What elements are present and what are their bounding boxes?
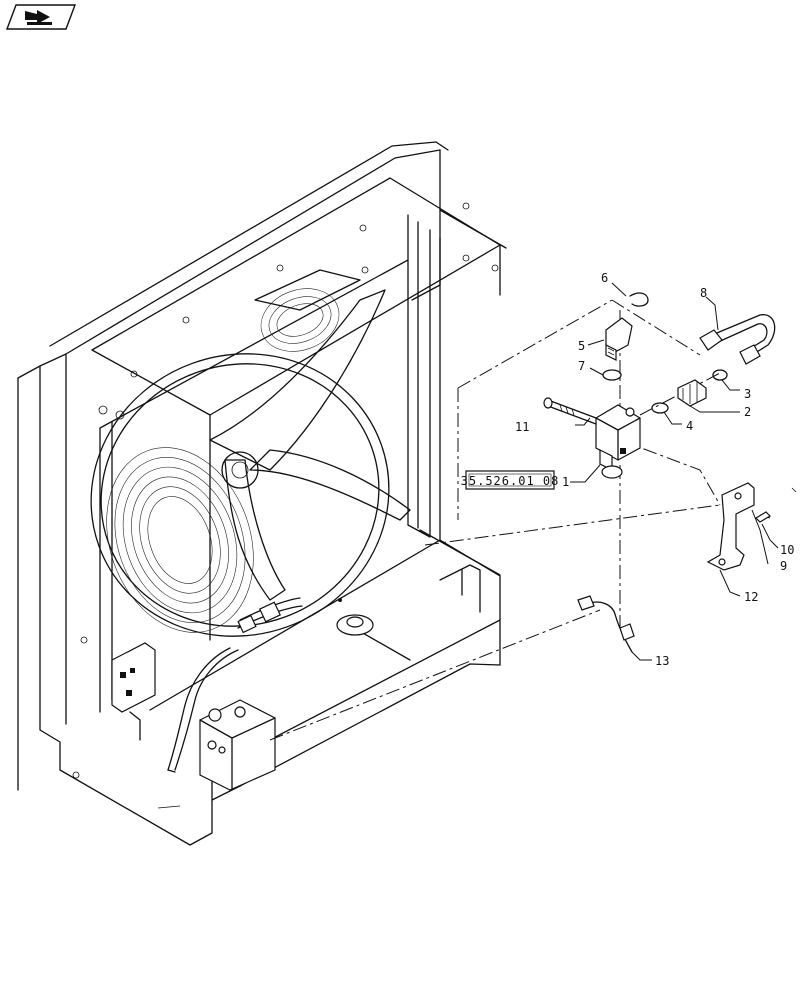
solenoid-valve-part-1 — [595, 404, 641, 479]
cooling-fan — [90, 269, 411, 637]
o-ring-part-4 — [651, 402, 669, 414]
callout-11: 11 — [515, 420, 529, 434]
elbow-fitting-part-5 — [605, 317, 633, 361]
exploded-parts — [269, 282, 779, 741]
snap-ring-part-6 — [629, 292, 649, 307]
callout-6: 6 — [601, 271, 608, 285]
callout-7: 7 — [578, 359, 585, 373]
callout-5: 5 — [578, 339, 585, 353]
callout-labels: 1 2 3 4 5 6 7 8 9 10 11 12 13 — [515, 271, 794, 668]
back-arrow-icon[interactable] — [5, 4, 77, 30]
radiator-frame — [17, 141, 507, 846]
reference-box-label: 35.526.01 08 — [461, 474, 560, 488]
callout-13: 13 — [655, 654, 669, 668]
callout-10: 10 — [780, 543, 794, 557]
callout-2: 2 — [744, 405, 751, 419]
bracket-part-12 — [706, 482, 755, 571]
tube-assembly-part-8 — [699, 314, 776, 365]
adapter-fitting-part-2 — [677, 379, 707, 407]
callout-4: 4 — [686, 419, 693, 433]
callout-12: 12 — [744, 590, 758, 604]
callout-9: 9 — [780, 559, 787, 573]
o-ring-part-7 — [602, 369, 622, 381]
screw-part-10 — [755, 511, 771, 523]
callout-8: 8 — [700, 286, 707, 300]
hydraulic-lines — [111, 564, 481, 791]
callout-3: 3 — [744, 387, 751, 401]
wire-harness-part-13 — [577, 595, 635, 653]
reference-box[interactable]: 35.526.01 08 — [461, 470, 560, 490]
corner-mark — [791, 487, 797, 493]
callout-1: 1 — [562, 475, 569, 489]
o-ring-part-3 — [712, 369, 728, 381]
